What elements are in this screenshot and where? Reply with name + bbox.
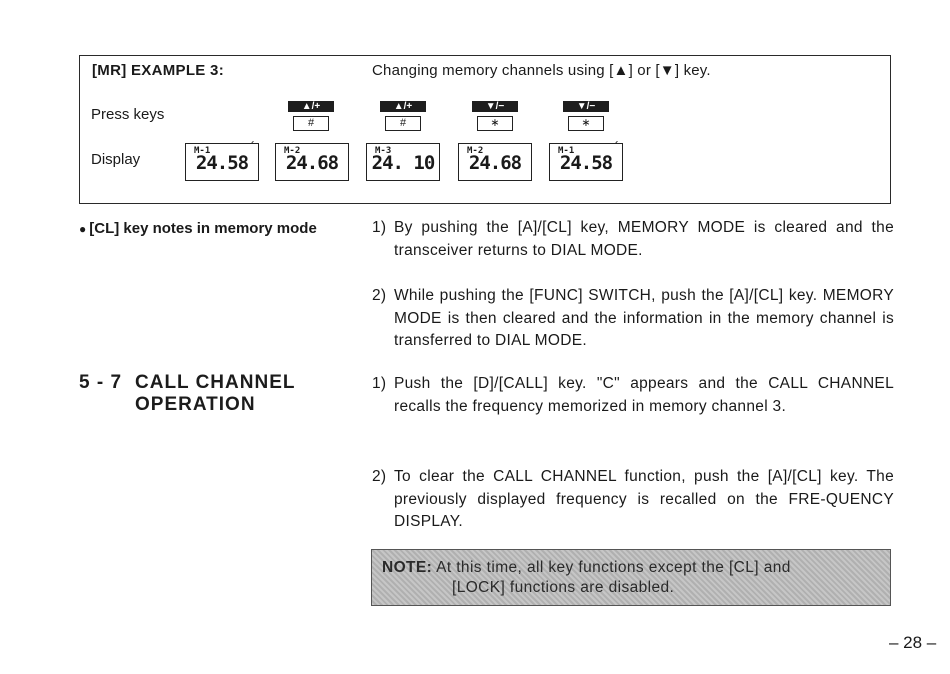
cl-note-item: 1) By pushing the [A]/[CL] key, MEMORY M… (372, 217, 894, 262)
item-text: While pushing the [FUNC] SWITCH, push th… (394, 287, 894, 349)
item-number: 2) (372, 287, 387, 304)
item-text: By pushing the [A]/[CL] key, MEMORY MODE… (394, 219, 894, 259)
section-title-line2: OPERATION (135, 394, 256, 415)
memory-indicator: M-1 (194, 146, 211, 156)
frequency-value: 24.68 (468, 152, 522, 174)
note-label: NOTE: (382, 559, 433, 576)
display-label: Display (91, 151, 141, 168)
example-title: [MR] EXAMPLE 3: (92, 62, 224, 79)
bullet-icon: ● (79, 222, 87, 236)
memory-indicator: M-2 (467, 146, 484, 156)
key-cap: ▲/+ (380, 101, 426, 112)
frequency-value: 24.58 (195, 152, 249, 174)
note-line1: At this time, all key functions except t… (436, 559, 791, 576)
section-heading: 5 - 7 CALL CHANNEL OPERATION (79, 372, 295, 416)
note-line2: [LOCK] functions are disabled. (452, 579, 675, 596)
item-number: 1) (372, 375, 387, 392)
memory-indicator: M-1 (558, 146, 575, 156)
frequency-value: 24.58 (559, 152, 613, 174)
note-box: NOTE: At this time, all key functions ex… (371, 549, 891, 606)
lcd-display: M-3 24. 10 (366, 143, 440, 181)
page-number: – 28 – (889, 633, 937, 652)
key-up: ▲/+ # (380, 101, 426, 131)
item-text: Push the [D]/[CALL] key. "C" appears and… (394, 375, 894, 415)
cl-notes-heading-text: [CL] key notes in memory mode (89, 220, 317, 237)
key-button: ∗ (477, 116, 513, 131)
key-down: ▼/− ∗ (563, 101, 609, 131)
example-description: Changing memory channels using [▲] or [▼… (372, 62, 711, 79)
key-button: # (385, 116, 421, 131)
key-cap: ▼/− (563, 101, 609, 112)
key-cap: ▲/+ (288, 101, 334, 112)
key-up: ▲/+ # (288, 101, 334, 131)
frequency-value: 24. 10 (371, 152, 436, 174)
lcd-display: M-2 24.68 (275, 143, 349, 181)
call-channel-item: 2) To clear the CALL CHANNEL function, p… (372, 466, 894, 534)
key-button: # (293, 116, 329, 131)
display-tick: ´ (612, 141, 619, 152)
lcd-display: M-2 24.68 (458, 143, 532, 181)
press-keys-label: Press keys (91, 106, 165, 123)
key-button: ∗ (568, 116, 604, 131)
key-down: ▼/− ∗ (472, 101, 518, 131)
example-box (79, 55, 891, 204)
lcd-display: M-1 24.58 ´ (549, 141, 623, 181)
display-tick: ´ (248, 141, 255, 152)
call-channel-item: 1) Push the [D]/[CALL] key. "C" appears … (372, 373, 894, 418)
lcd-display: M-1 24.58 ´ (185, 141, 259, 181)
cl-note-item: 2) While pushing the [FUNC] SWITCH, push… (372, 285, 894, 353)
cl-notes-heading: ●[CL] key notes in memory mode (79, 220, 317, 237)
memory-indicator: M-2 (284, 146, 301, 156)
item-text: To clear the CALL CHANNEL function, push… (394, 468, 894, 530)
section-number: 5 - 7 (79, 372, 123, 393)
section-title-line1: CALL CHANNEL (135, 372, 296, 393)
item-number: 2) (372, 468, 387, 485)
frequency-value: 24.68 (285, 152, 339, 174)
key-cap: ▼/− (472, 101, 518, 112)
item-number: 1) (372, 219, 387, 236)
memory-indicator: M-3 (375, 146, 392, 156)
